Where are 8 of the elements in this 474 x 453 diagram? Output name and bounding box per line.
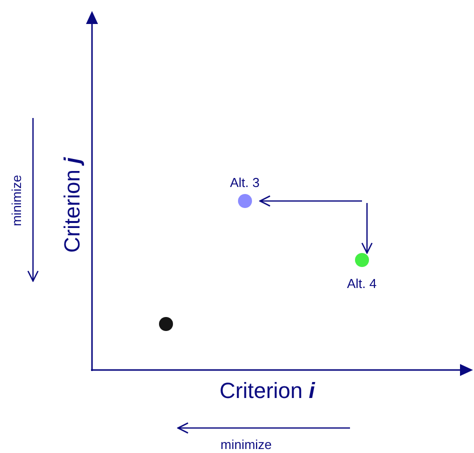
axis-direction-label: minimize: [220, 436, 272, 452]
axis-title: Criterion j: [59, 157, 86, 253]
point-label: Alt. 3: [230, 175, 260, 191]
arrow: [361, 203, 373, 254]
point-label: Alt. 4: [347, 276, 377, 292]
axis-title: Criterion i: [220, 378, 315, 404]
axis-direction-label: minimize: [8, 174, 24, 226]
arrow: [259, 195, 362, 207]
